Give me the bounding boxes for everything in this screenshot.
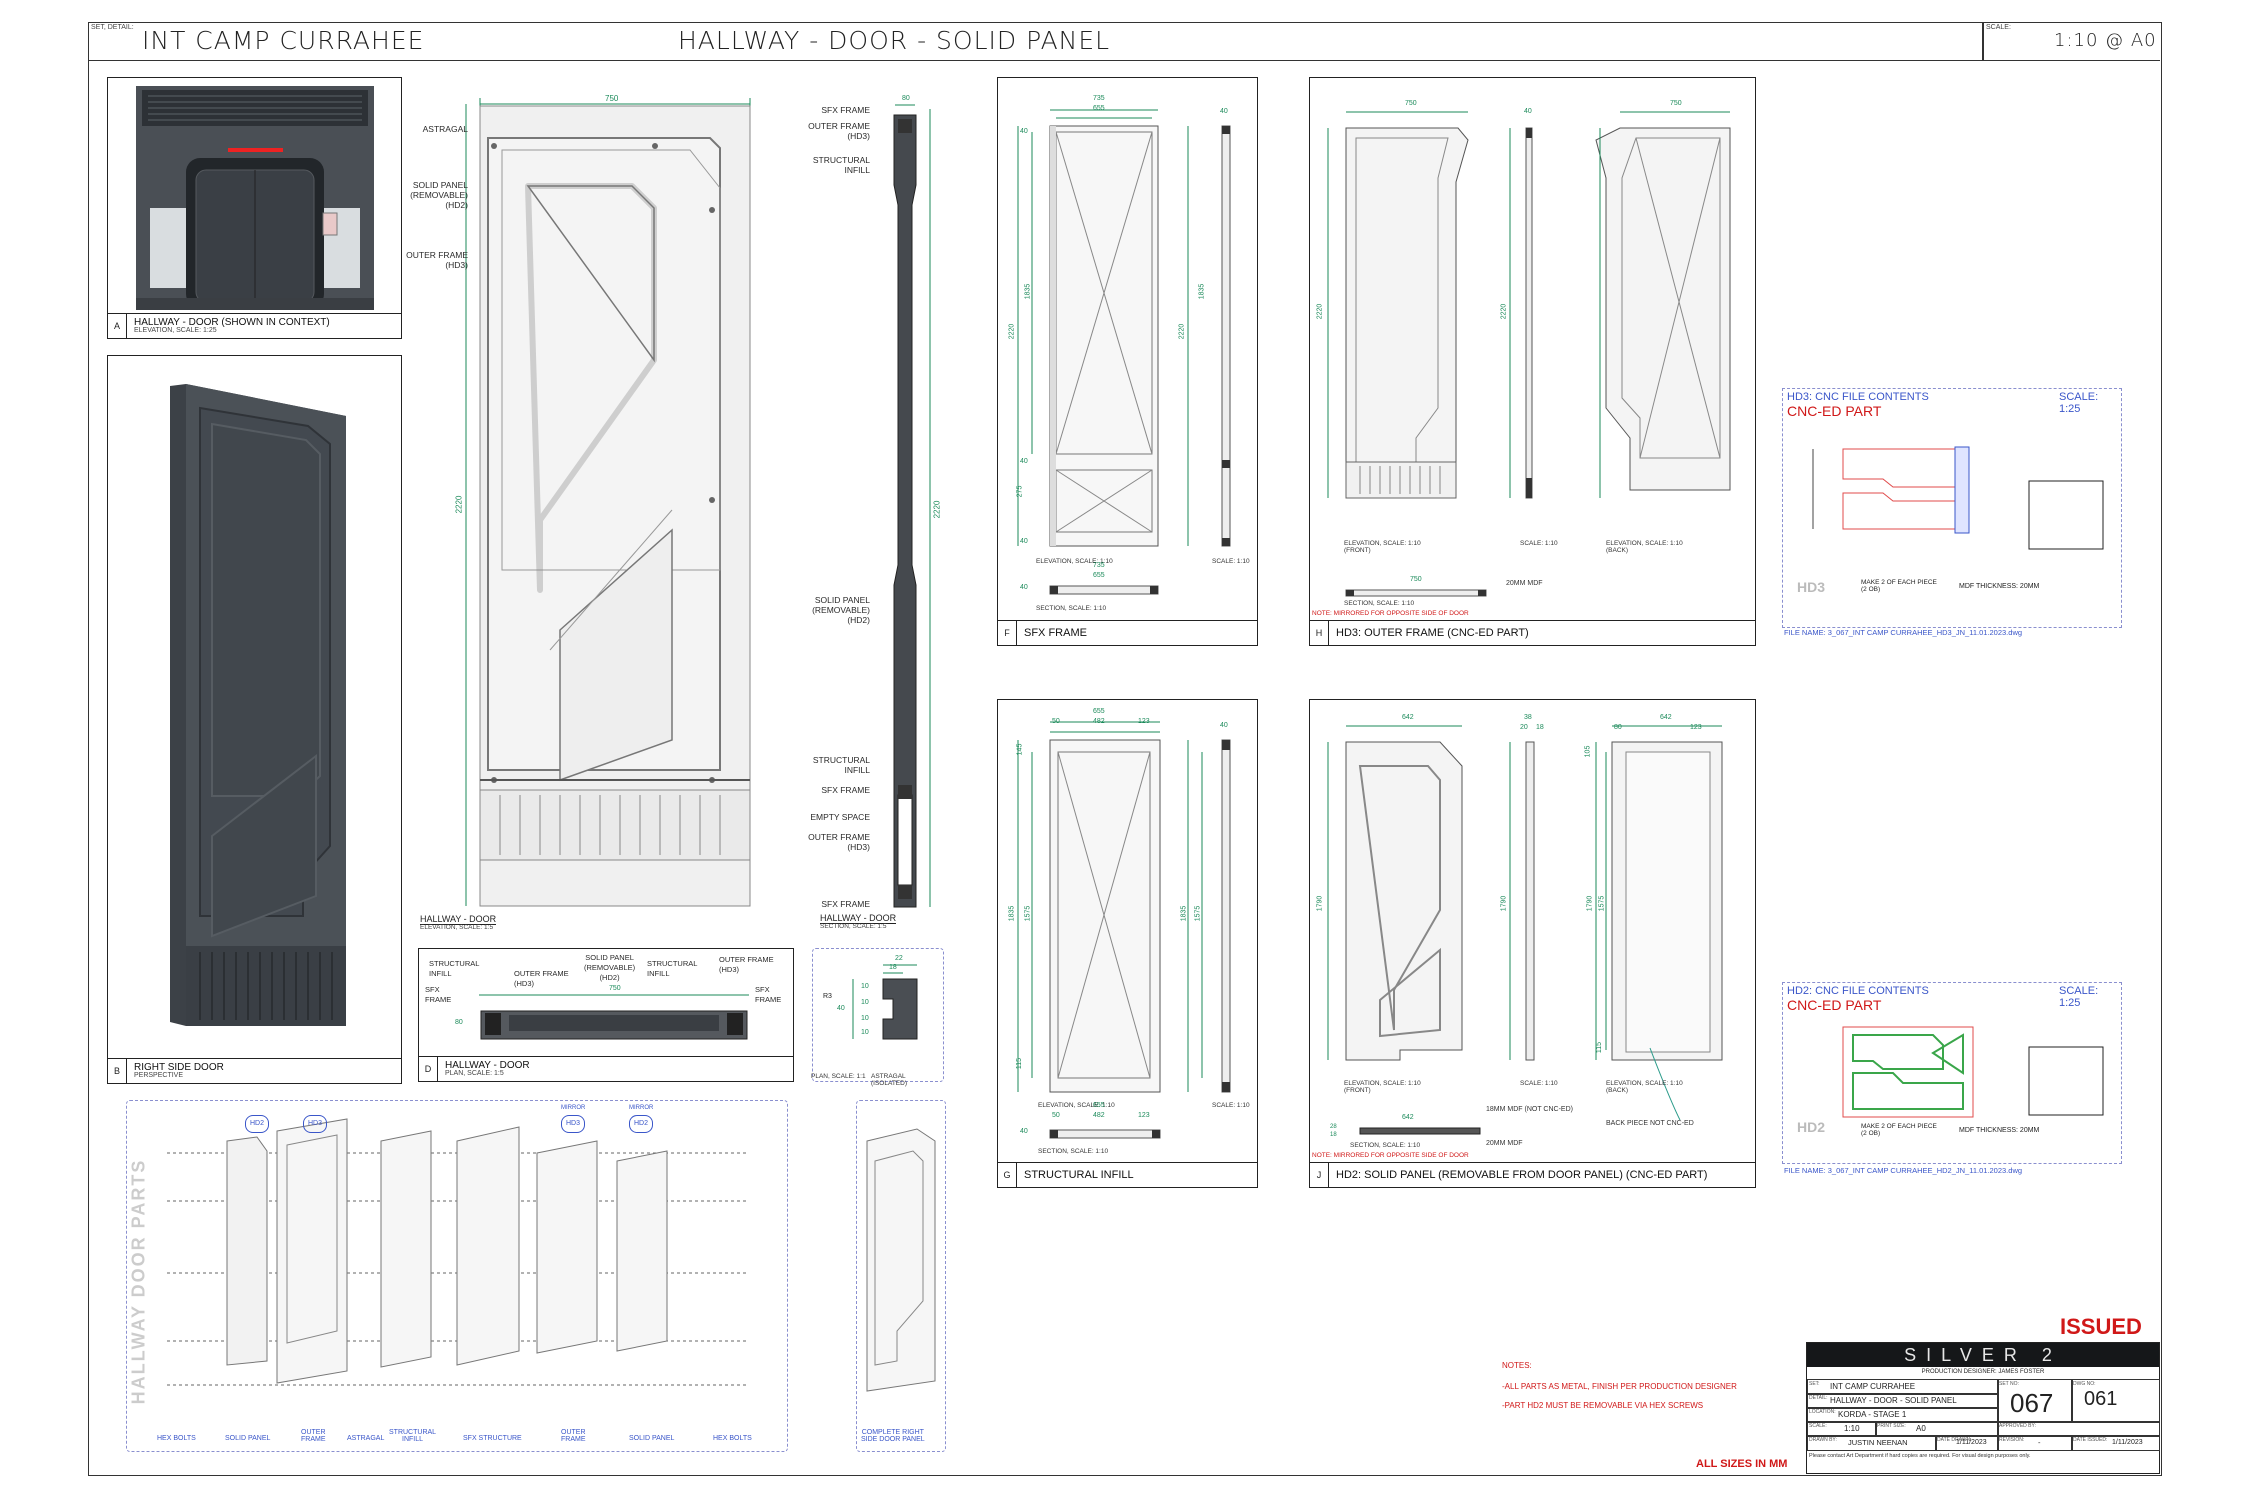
panel-b: B RIGHT SIDE DOOR PERSPECTIVE	[107, 355, 402, 1084]
panel-j-caption: J HD2: SOLID PANEL (REMOVABLE FROM DOOR …	[1310, 1162, 1755, 1187]
panel-h-caption: H HD3: OUTER FRAME (CNC-ED PART)	[1310, 620, 1755, 645]
set-name: INT CAMP CURRAHEE	[142, 26, 425, 55]
notes-title: NOTES:	[1502, 1361, 1532, 1370]
cnc-hd3-box: HD3: CNC FILE CONTENTS SCALE: 1:25 CNC-E…	[1782, 388, 2122, 628]
sheet-title: HALLWAY - DOOR - SOLID PANEL	[678, 26, 1111, 55]
door-context-render	[136, 86, 374, 310]
panel-j: 642 38 20 18 642 80 123 105 1790 1790 17…	[1309, 699, 1756, 1188]
astragal-detail: 22 18 R3 40 10 10 10 10 PLAN, SCALE: 1:1…	[811, 948, 944, 1087]
studio-logo: SILVER 2	[1807, 1343, 2159, 1367]
scale-label: SCALE:	[1986, 24, 2011, 31]
panel-g: 655 50 482 123 40 145 1835 1575 115 1835…	[997, 699, 1258, 1188]
panel-c-title: HALLWAY - DOOR	[420, 914, 497, 925]
note-2: -PART HD2 MUST BE REMOVABLE VIA HEX SCRE…	[1502, 1401, 1704, 1410]
title-block: SILVER 2 PRODUCTION DESIGNER: JAMES FOST…	[1806, 1342, 2160, 1474]
scale-value: 1:10 @ A0	[2054, 30, 2157, 51]
door-parts-box: HALLWAY DOOR PARTS HD2 HD3 HD3 HD2 MIRRO…	[126, 1100, 788, 1452]
cnc-hd2-box: HD2: CNC FILE CONTENTS SCALE: 1:25 CNC-E…	[1782, 982, 2122, 1164]
issued-stamp: ISSUED	[2060, 1314, 2142, 1339]
panel-a-caption: A HALLWAY - DOOR (SHOWN IN CONTEXT) ELEV…	[108, 313, 401, 338]
set-number: 067	[2010, 1388, 2054, 1418]
door-parts-side-title: HALLWAY DOOR PARTS	[128, 1158, 149, 1405]
header-divider	[1982, 22, 1984, 60]
panel-d: 750 80 STRUCTURAL INFILL OUTER FRAME (HD…	[418, 948, 794, 1082]
drawing-number: 061	[2084, 1388, 2118, 1410]
all-sizes-note: ALL SIZES IN MM	[1696, 1458, 1788, 1470]
panel-d-caption: D HALLWAY - DOOR PLAN, SCALE: 1:5	[419, 1056, 793, 1081]
door-perspective-render	[170, 384, 346, 1026]
panel-c-elevation: 750 2220 ASTRAGAL SOLID PANEL (REMOVABLE…	[406, 90, 760, 931]
panel-b-caption: B RIGHT SIDE DOOR PERSPECTIVE	[108, 1058, 401, 1083]
set-label: SET, DETAIL:	[91, 24, 134, 31]
panel-f: 735 655 40 1835 2220 1835 2220 40 275 40…	[997, 77, 1258, 646]
panel-a: A HALLWAY - DOOR (SHOWN IN CONTEXT) ELEV…	[107, 77, 402, 339]
header-bar: SET, DETAIL: INT CAMP CURRAHEE HALLWAY -…	[88, 22, 2160, 61]
panel-g-caption: G STRUCTURAL INFILL	[998, 1162, 1257, 1187]
cnc-hd3-filename: FILE NAME: 3_067_INT CAMP CURRAHEE_HD3_J…	[1784, 628, 2023, 637]
complete-door-box: COMPLETE RIGHT SIDE DOOR PANEL	[856, 1100, 946, 1452]
panel-h: 750 40 2220 2220 750 ELEVATION, SCALE: 1…	[1309, 77, 1756, 646]
panel-e-title: HALLWAY - DOOR	[820, 913, 897, 924]
panel-f-caption: F SFX FRAME	[998, 620, 1257, 645]
panel-e-section: 80 2220 SFX FRAME OUTER FRAME (HD3) STRU…	[808, 95, 942, 930]
cnc-hd2-filename: FILE NAME: 3_067_INT CAMP CURRAHEE_HD2_J…	[1784, 1166, 2023, 1175]
note-1: -ALL PARTS AS METAL, FINISH PER PRODUCTI…	[1502, 1382, 1737, 1391]
